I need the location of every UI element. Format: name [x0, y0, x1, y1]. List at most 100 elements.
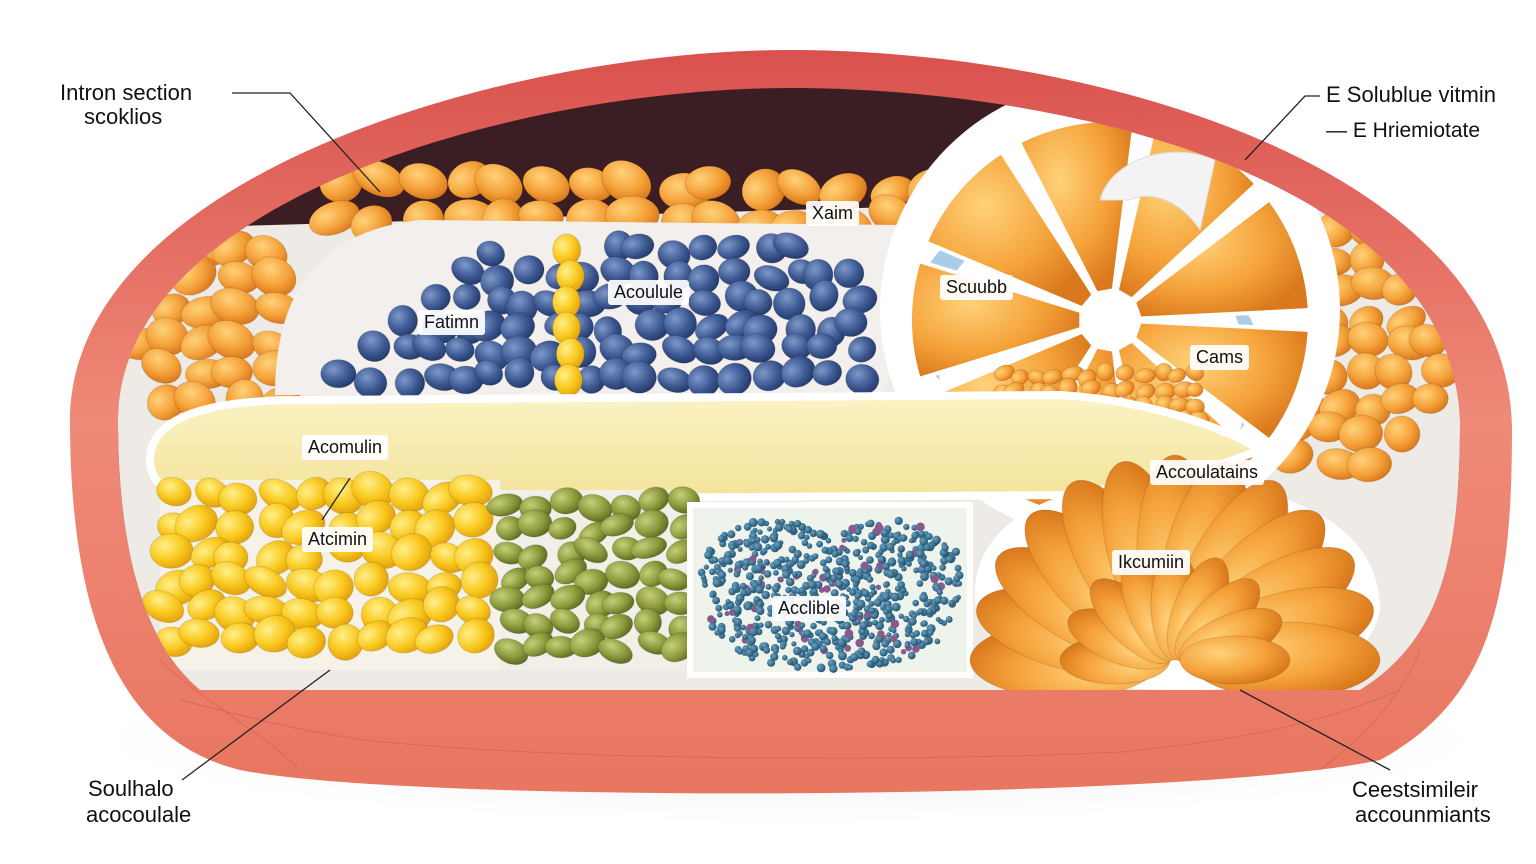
teal-dot — [816, 529, 825, 539]
teal-dot — [913, 567, 920, 574]
granule — [207, 319, 256, 361]
granule — [1135, 383, 1156, 401]
teal-dot — [707, 615, 715, 623]
teal-dot — [758, 622, 764, 628]
teal-dot — [798, 587, 806, 594]
teal-dot — [754, 615, 761, 622]
teal-dot — [906, 623, 912, 630]
teal-dot — [735, 524, 742, 532]
teal-dot — [864, 611, 871, 618]
teal-dot — [877, 630, 885, 638]
tag-accoulatains: Accoulatains — [1150, 460, 1265, 485]
teal-dot — [883, 608, 889, 615]
teal-dot — [930, 575, 939, 584]
teal-dot — [866, 660, 874, 668]
teal-dot — [732, 605, 742, 615]
granule — [1411, 383, 1449, 415]
teal-dot — [910, 638, 919, 647]
granule — [174, 504, 218, 543]
teal-dot — [775, 625, 782, 632]
granule — [772, 232, 809, 260]
teal-dot — [886, 569, 896, 579]
granule — [460, 561, 499, 599]
teal-dot — [872, 619, 878, 626]
teal-dot — [724, 551, 732, 559]
teal-dot — [911, 531, 919, 540]
granule — [411, 332, 447, 362]
granule — [517, 509, 553, 538]
teal-dot — [886, 542, 895, 551]
teal-dot — [767, 526, 772, 532]
teal-dot — [789, 632, 795, 638]
teal-dot — [743, 522, 752, 531]
granule — [548, 516, 577, 540]
teal-dot — [931, 565, 937, 571]
teal-dot — [887, 557, 897, 567]
teal-dot — [749, 586, 756, 593]
teal-dot — [763, 646, 771, 654]
teal-dot — [773, 648, 779, 654]
teal-dot — [854, 576, 861, 583]
teal-dot — [737, 540, 743, 546]
granule — [772, 287, 806, 321]
granule — [661, 334, 698, 364]
teal-dot — [848, 569, 857, 577]
teal-dot — [866, 519, 875, 528]
center-yellow-capsules — [551, 233, 585, 397]
teal-dot — [745, 648, 754, 658]
teal-dot — [898, 613, 904, 619]
teal-dot — [936, 589, 943, 596]
tag-xaim: Xaim — [806, 201, 860, 226]
teal-dot — [709, 568, 716, 576]
teal-dot — [748, 518, 758, 527]
teal-dot — [708, 622, 717, 631]
granule — [809, 279, 839, 312]
tag-scuubb: Scuubb — [940, 275, 1014, 300]
granule — [549, 584, 586, 612]
teal-dot — [736, 630, 743, 637]
teal-dot — [796, 560, 806, 569]
callout-bottom-left-line2: acocoulale — [86, 802, 191, 827]
teal-dot — [767, 611, 773, 617]
teal-dot — [897, 556, 906, 565]
teal-dot — [804, 525, 812, 534]
teal-dot — [724, 611, 730, 617]
granule — [327, 623, 364, 661]
granule — [452, 501, 494, 538]
teal-dot — [711, 556, 719, 564]
teal-dot — [794, 520, 802, 528]
teal-dot — [852, 535, 859, 543]
teal-dot — [881, 639, 890, 648]
teal-dot — [749, 555, 757, 563]
teal-dot — [816, 540, 823, 548]
teal-dot — [886, 645, 895, 654]
granule — [486, 493, 524, 517]
teal-dot — [854, 592, 862, 600]
teal-dot — [831, 550, 839, 558]
teal-dot — [856, 571, 863, 578]
teal-dot — [890, 592, 900, 602]
leader-lines — [181, 92, 1391, 781]
teal-dot — [739, 582, 747, 590]
teal-dot — [810, 622, 817, 630]
granule — [414, 624, 454, 655]
teal-dot — [923, 544, 931, 551]
teal-dot — [911, 524, 918, 531]
teal-dot — [940, 596, 949, 605]
teal-dot — [868, 632, 875, 640]
teal-dot — [921, 620, 928, 627]
granule — [780, 355, 816, 388]
granule — [141, 589, 185, 624]
tag-acclible: Acclible — [772, 596, 847, 621]
granule — [149, 532, 194, 569]
teal-dot — [779, 518, 786, 525]
teal-dot — [753, 542, 763, 552]
granule — [1096, 362, 1115, 382]
teal-dot — [823, 638, 832, 646]
teal-dot — [774, 518, 781, 525]
teal-dot — [797, 532, 806, 540]
teal-dot — [856, 599, 866, 609]
teal-dot — [781, 626, 791, 636]
tag-cams: Cams — [1190, 345, 1250, 370]
